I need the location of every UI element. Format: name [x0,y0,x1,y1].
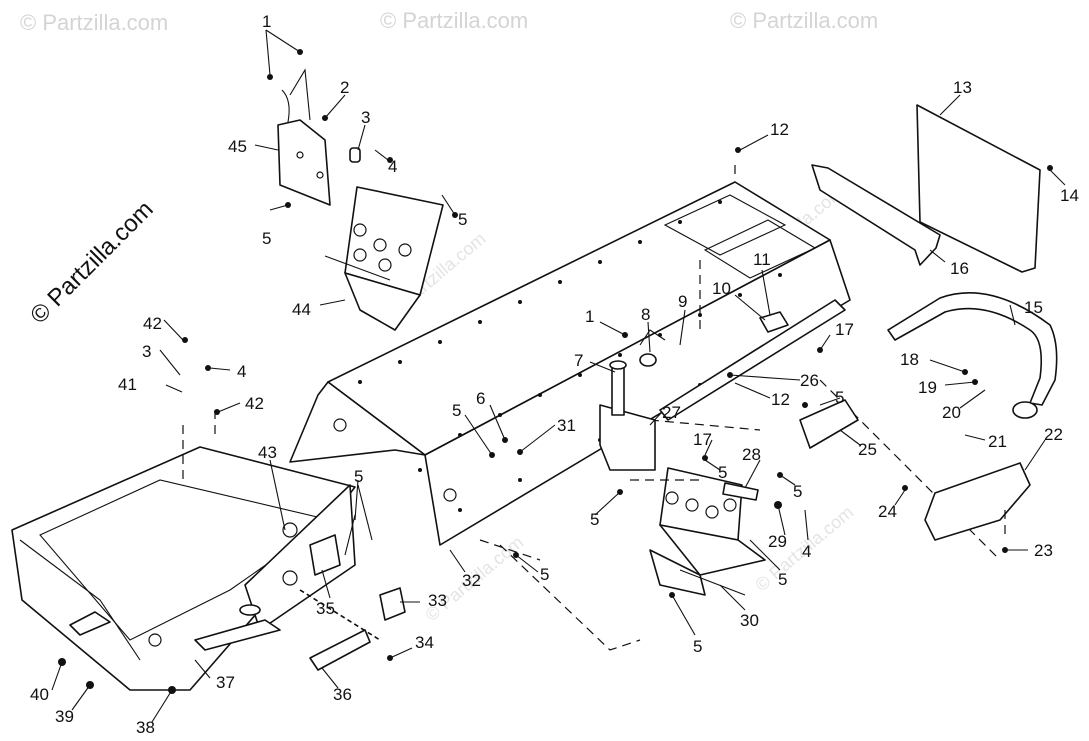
callout-4: 4 [237,362,246,381]
callout-42: 42 [245,394,264,413]
callout-42: 42 [143,314,162,333]
footrest-25 [799,399,859,449]
callout-3: 3 [142,342,151,361]
callout-10: 10 [712,279,731,298]
callout-19: 19 [918,378,937,397]
callout-5: 5 [835,388,844,407]
callout-29: 29 [768,532,787,551]
callout-3: 3 [361,108,370,127]
callout-38: 38 [136,718,155,737]
heel-rest-22 [924,462,1031,541]
main-tunnel [289,181,1001,651]
callout-16: 16 [950,259,969,278]
callout-5: 5 [793,482,802,501]
callout-28: 28 [742,445,761,464]
callout-34: 34 [415,633,434,652]
callout-4: 4 [388,157,397,176]
callout-22: 22 [1044,425,1063,444]
callout-24: 24 [878,502,897,521]
callout-37: 37 [216,673,235,692]
callout-6: 6 [476,389,485,408]
callout-12: 12 [770,120,789,139]
center-lower-plate [649,467,766,596]
callout-21: 21 [988,432,1007,451]
callout-30: 30 [740,611,759,630]
watermark-text: © Partzilla.com [380,8,528,33]
callout-33: 33 [428,591,447,610]
callout-labels: 1 2 3 4 45 5 5 44 12 13 14 16 11 10 9 8 … [30,12,1079,737]
flap-13 [916,104,1041,273]
fasteners [58,49,1053,694]
assembly-lines [182,165,1006,540]
callout-17: 17 [693,430,712,449]
callout-5: 5 [778,570,787,589]
callout-27: 27 [662,403,681,422]
callout-5: 5 [354,467,363,486]
callout-41: 41 [118,375,137,394]
callout-5: 5 [718,463,727,482]
callout-5: 5 [540,565,549,584]
callout-36: 36 [333,685,352,704]
plate-44 [324,186,444,331]
callout-14: 14 [1060,186,1079,205]
bracket-16 [811,164,941,266]
watermark-text: © Partzilla.com [730,8,878,33]
callout-17: 17 [835,320,854,339]
callout-25: 25 [858,440,877,459]
callout-12: 12 [771,390,790,409]
callout-1: 1 [585,307,594,326]
callout-23: 23 [1034,541,1053,560]
leader-lines [51,29,1066,723]
callout-5: 5 [458,210,467,229]
steering-assembly [599,299,846,471]
callout-15: 15 [1024,298,1043,317]
callout-40: 40 [30,685,49,704]
brand-watermark: © Partzilla.com [25,196,158,329]
callout-8: 8 [641,305,650,324]
callout-7: 7 [574,351,583,370]
watermark-text: © Partzilla.com [20,10,168,35]
bracket-45 [277,68,361,206]
callout-13: 13 [953,78,972,97]
callout-9: 9 [678,292,687,311]
callout-39: 39 [55,707,74,726]
rail-15 [887,292,1058,419]
callout-32: 32 [462,571,481,590]
callout-35: 35 [316,599,335,618]
callout-43: 43 [258,443,277,462]
callout-45: 45 [228,137,247,156]
callout-11: 11 [753,250,771,269]
callout-44: 44 [292,300,311,319]
callout-31: 31 [557,416,576,435]
small-parts [299,534,406,671]
callout-1: 1 [262,12,271,31]
callout-5: 5 [262,229,271,248]
pan-37 [11,446,356,691]
callout-18: 18 [900,350,919,369]
callout-5: 5 [452,401,461,420]
callout-26: 26 [800,371,819,390]
callout-20: 20 [942,403,961,422]
callout-4: 4 [802,542,811,561]
callout-5: 5 [590,510,599,529]
callout-5: 5 [693,637,702,656]
callout-2: 2 [340,78,349,97]
